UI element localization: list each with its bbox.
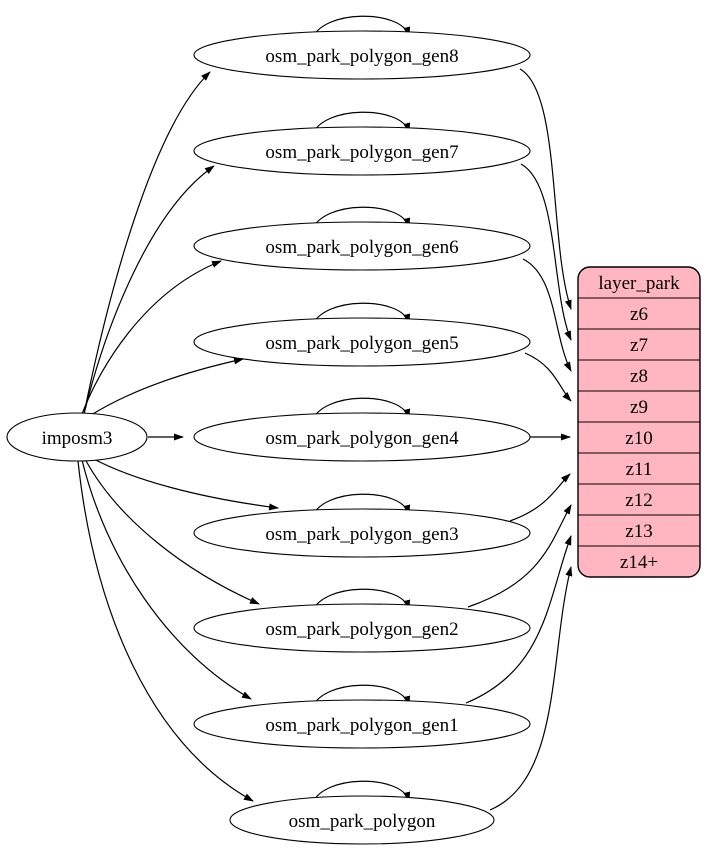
node-osm-park-polygon-gen8: osm_park_polygon_gen8 [193,30,531,80]
layer-row-z9: z9 [630,397,648,418]
layer-row-z6: z6 [630,304,648,325]
polygon-label: osm_park_polygon [289,811,436,832]
edge-gen1-z13 [465,535,572,704]
edge-imposm3-gen3 [89,456,279,511]
selfloop-gen6 [311,206,411,232]
edge-imposm3-gen5 [87,357,244,418]
node-osm-park-polygon-gen5: osm_park_polygon_gen5 [193,317,531,367]
selfloop-polygon [311,780,411,806]
layer-row-z12: z12 [625,490,652,511]
edge-gen7-z7 [520,163,572,341]
gen1-ellipse [193,699,531,749]
edge-gen2-z12 [467,504,572,608]
layer-row-z11: z11 [626,459,653,480]
edge-imposm3-gen6 [81,260,222,415]
gen8-label: osm_park_polygon_gen8 [265,46,458,67]
gen2-label: osm_park_polygon_gen2 [265,619,458,640]
gen4-label: osm_park_polygon_gen4 [265,428,459,449]
edge-imposm3-gen1 [81,459,252,700]
node-imposm3: imposm3 [6,412,148,462]
layer-row-z14: z14+ [620,552,658,573]
selfloop-gen8 [311,15,411,41]
edge-gen6-z8 [522,258,572,372]
layer-park-title: layer_park [598,273,680,294]
node-osm-park-polygon-gen4: osm_park_polygon_gen4 [193,412,531,462]
gen7-ellipse [193,126,531,176]
gen7-label: osm_park_polygon_gen7 [265,142,458,163]
gen3-label: osm_park_polygon_gen3 [265,524,458,545]
layer-row-z13: z13 [625,521,652,542]
gen5-ellipse [193,317,531,367]
selfloop-gen3 [311,493,411,519]
selfloop-gen7 [311,111,411,137]
selfloop-gen2 [311,588,411,614]
node-osm-park-polygon: osm_park_polygon [229,795,495,845]
gen2-ellipse [193,603,531,653]
selfloop-gen5 [311,302,411,328]
node-osm-park-polygon-gen2: osm_park_polygon_gen2 [193,603,531,653]
polygon-ellipse [229,795,495,845]
gen3-ellipse [193,508,531,558]
edge-gen5-z9 [524,352,572,402]
imposm3-label: imposm3 [42,428,113,449]
edge-gen8-z6 [519,68,572,310]
edge-gen3-z11 [509,473,571,522]
node-layer-park: layer_park z6 z7 z8 z9 z10 z11 z12 z13 z… [577,266,701,578]
edge-polygon-z14 [489,566,573,811]
imposm3-ellipse [6,412,148,462]
selfloop-gen1 [311,684,411,710]
edges [77,15,573,811]
edge-imposm3-gen7 [83,165,215,415]
layer-row-z7: z7 [630,335,648,356]
gen5-label: osm_park_polygon_gen5 [265,333,458,354]
selfloop-gen4 [311,397,411,423]
edge-imposm3-gen8 [83,71,211,415]
node-osm-park-polygon-gen6: osm_park_polygon_gen6 [193,221,531,271]
node-osm-park-polygon-gen7: osm_park_polygon_gen7 [193,126,531,176]
gen4-ellipse [193,412,531,462]
layer-row-z10: z10 [625,428,652,449]
gen6-label: osm_park_polygon_gen6 [265,237,458,258]
node-osm-park-polygon-gen3: osm_park_polygon_gen3 [193,508,531,558]
layer-row-z8: z8 [630,366,648,387]
node-osm-park-polygon-gen1: osm_park_polygon_gen1 [193,699,531,749]
edge-imposm3-polygon [77,460,254,802]
gen6-ellipse [193,221,531,271]
gen1-label: osm_park_polygon_gen1 [265,715,458,736]
edge-imposm3-gen2 [84,458,260,605]
gen8-ellipse [193,30,531,80]
